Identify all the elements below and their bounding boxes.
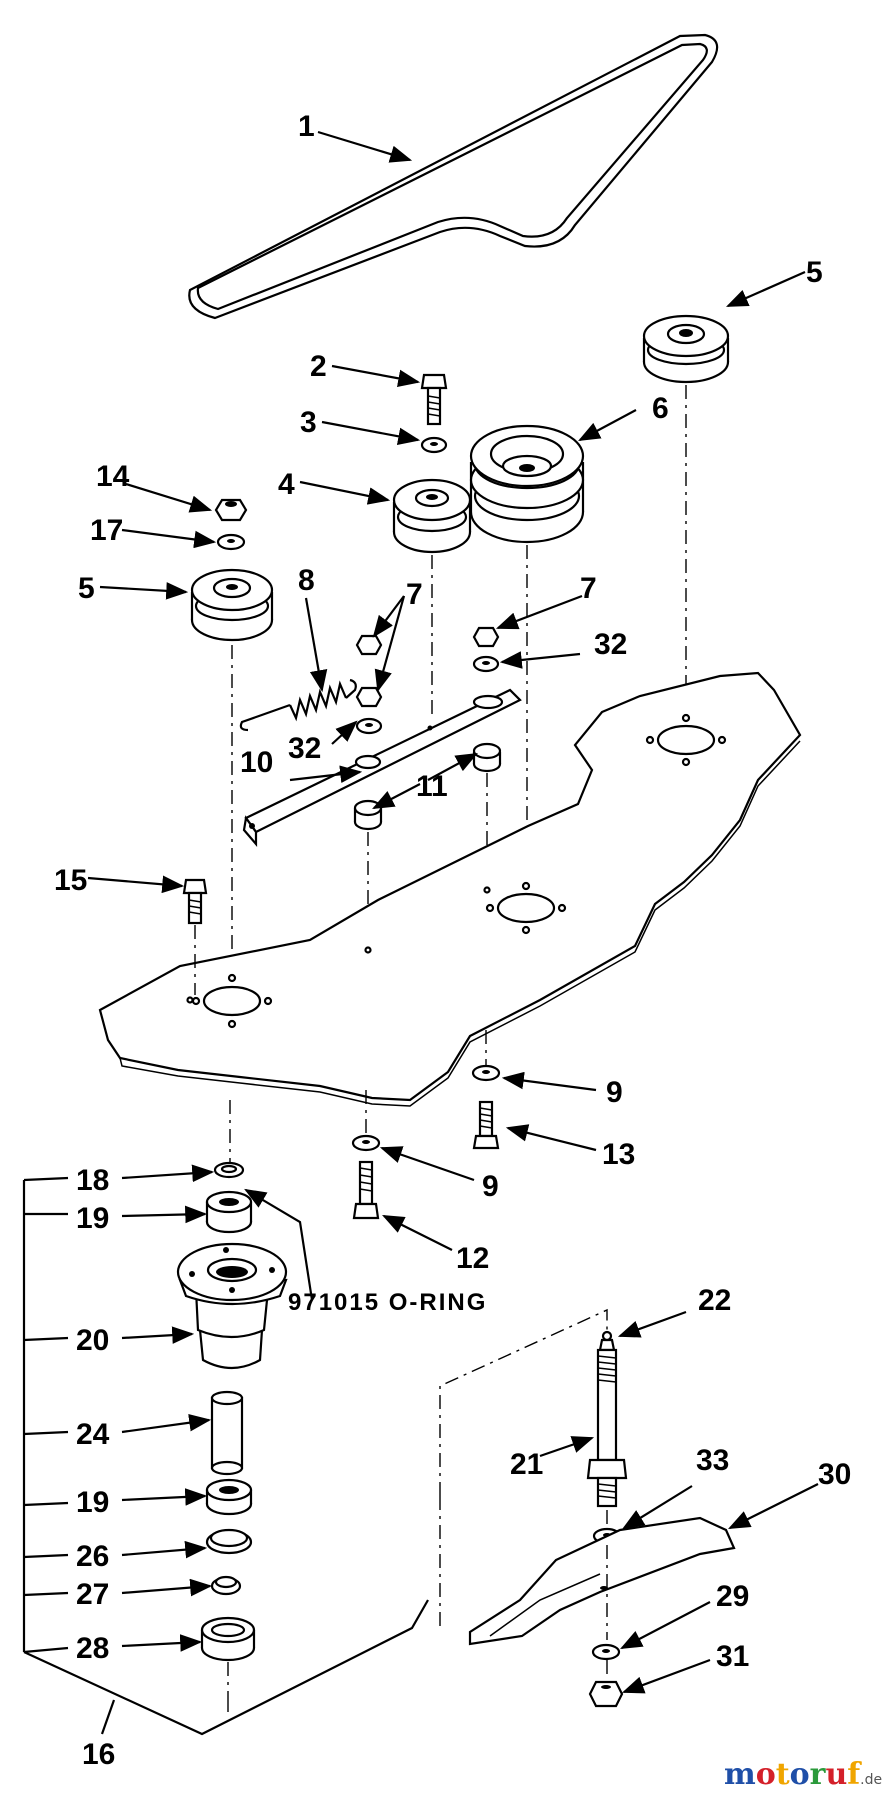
- svg-text:motoruf.de: motoruf.de: [724, 1757, 882, 1792]
- callout-6: 6: [652, 392, 669, 425]
- callout-4: 4: [278, 468, 295, 501]
- callout-18: 18: [76, 1164, 109, 1197]
- housing-cap: [200, 1616, 256, 1662]
- nut: [588, 1680, 624, 1708]
- callout-33: 33: [696, 1444, 729, 1477]
- nut: [355, 686, 383, 708]
- callout-7-right: 7: [580, 572, 597, 605]
- watermark-letter: r: [810, 1757, 827, 1792]
- watermark-letter: u: [825, 1757, 847, 1792]
- bolt: [352, 1160, 380, 1220]
- watermark-letter: f: [847, 1757, 862, 1792]
- callout-32-left: 32: [288, 732, 321, 765]
- callout-1: 1: [298, 110, 315, 143]
- seal: [210, 1575, 242, 1596]
- callout-7-left: 7: [406, 578, 423, 611]
- idler-pulley-left: [190, 568, 274, 642]
- blade-spindle: [586, 1348, 628, 1508]
- watermark-letter: t: [776, 1757, 790, 1792]
- bolt: [472, 1100, 500, 1150]
- nut: [214, 498, 248, 522]
- watermark-letter: o: [756, 1757, 776, 1792]
- callout-17: 17: [90, 514, 123, 547]
- bolt: [182, 878, 208, 925]
- callout-3: 3: [300, 406, 317, 439]
- watermark-suffix: .de: [860, 1772, 882, 1788]
- callout-10: 10: [240, 746, 273, 779]
- spindle-housing: [176, 1242, 288, 1370]
- callout-9-upper: 9: [606, 1076, 623, 1109]
- callout-28: 28: [76, 1632, 109, 1665]
- callout-26: 26: [76, 1540, 109, 1573]
- callout-15: 15: [54, 864, 87, 897]
- callout-24: 24: [76, 1418, 110, 1451]
- nut: [472, 626, 500, 648]
- callout-21: 21: [510, 1448, 543, 1481]
- leader-lines: [87, 130, 819, 1735]
- pulley: [392, 478, 472, 554]
- bearing: [205, 1478, 253, 1516]
- belt: [188, 33, 719, 320]
- callout-30: 30: [818, 1458, 851, 1491]
- callout-2: 2: [310, 350, 327, 383]
- watermark-letter: o: [790, 1757, 810, 1792]
- mower-deck: [98, 671, 802, 1107]
- spacer: [472, 742, 502, 773]
- callout-labels: 1 2 3 4 5 5 6 7 7 8 9 9 10 11 12 13 14 1…: [54, 110, 851, 1771]
- callout-9-lower: 9: [482, 1170, 499, 1203]
- spacer-tube: [210, 1390, 244, 1476]
- double-pulley: [469, 424, 585, 544]
- callout-19-lower: 19: [76, 1486, 109, 1519]
- grease-fitting: [598, 1330, 616, 1352]
- retaining-ring: [205, 1528, 253, 1555]
- callout-5-left: 5: [78, 572, 95, 605]
- callout-14: 14: [96, 460, 130, 493]
- bolt: [420, 373, 448, 426]
- callout-5-upper: 5: [806, 256, 823, 289]
- callout-19-upper: 19: [76, 1202, 109, 1235]
- idler-pulley-upper: [642, 314, 730, 384]
- callout-12: 12: [456, 1242, 489, 1275]
- callout-16: 16: [82, 1738, 115, 1771]
- callout-31: 31: [716, 1640, 749, 1673]
- callout-20: 20: [76, 1324, 109, 1357]
- bearing: [205, 1190, 253, 1234]
- callout-29: 29: [716, 1580, 749, 1613]
- spring: [239, 678, 357, 732]
- o-ring: [213, 1161, 245, 1179]
- callout-27: 27: [76, 1578, 109, 1611]
- watermark-logo: motoruf.de: [724, 1757, 882, 1792]
- idler-bracket: [242, 688, 522, 847]
- callout-8: 8: [298, 564, 315, 597]
- nut: [355, 634, 383, 656]
- blade: [468, 1516, 736, 1646]
- callout-13: 13: [602, 1138, 635, 1171]
- o-ring-note: 971015 O-RING: [288, 1289, 487, 1316]
- callout-11: 11: [416, 770, 448, 803]
- assembly-bracket: [22, 1176, 429, 1736]
- watermark-letter: m: [724, 1757, 756, 1792]
- callout-32-right: 32: [594, 628, 627, 661]
- callout-22: 22: [698, 1284, 731, 1317]
